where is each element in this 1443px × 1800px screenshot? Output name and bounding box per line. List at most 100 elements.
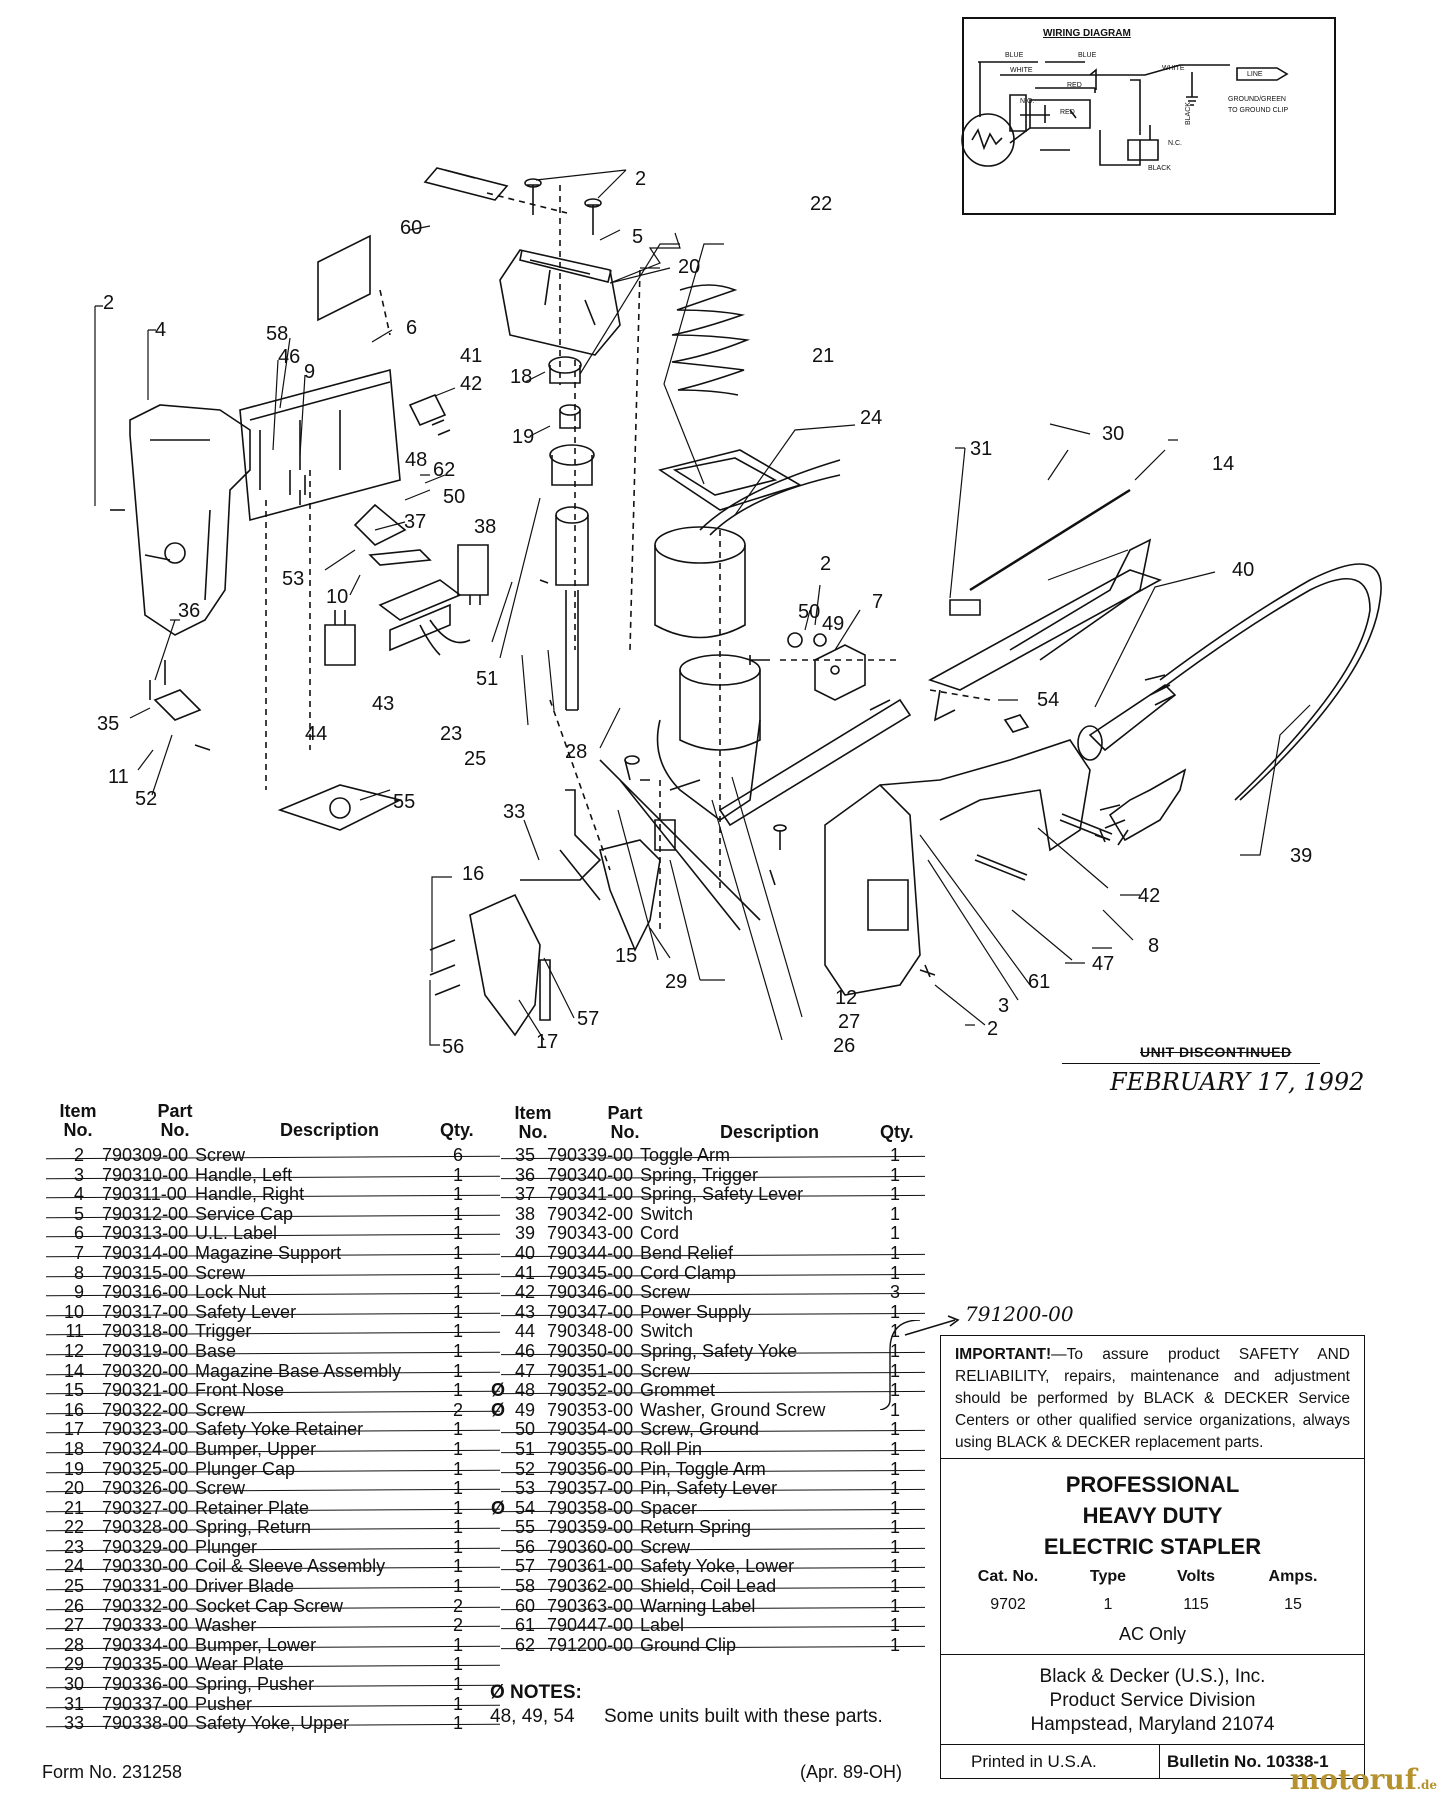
part-number: 790358-00 <box>547 1497 634 1518</box>
callout: 27 <box>838 1011 860 1033</box>
part-description: Plunger <box>195 1536 258 1557</box>
item-number: 2 <box>73 1145 84 1165</box>
item-number: 58 <box>514 1576 535 1597</box>
part-quantity: 1 <box>889 1419 900 1440</box>
wiring-label: WHITE <box>1162 65 1185 72</box>
item-number: 27 <box>63 1615 84 1636</box>
part-description: Power Supply <box>640 1301 752 1322</box>
part-description: Screw <box>640 1536 691 1557</box>
callout: 51 <box>476 668 498 690</box>
part-description: Safety Lever <box>195 1301 297 1322</box>
item-number: 19 <box>63 1458 84 1479</box>
part-description: Wear Plate <box>195 1654 284 1675</box>
callout: 3 <box>998 995 1009 1017</box>
item-number: 5 <box>73 1203 84 1224</box>
part-quantity: 1 <box>452 1634 463 1655</box>
callout: 12 <box>835 987 857 1009</box>
callout: 40 <box>1232 559 1254 581</box>
callout: 42 <box>460 373 482 395</box>
part-quantity: 1 <box>889 1340 900 1361</box>
callout: 16 <box>462 863 484 885</box>
callout: 7 <box>872 591 883 613</box>
spec-type-value: 1 <box>1103 1596 1113 1613</box>
part-quantity: 1 <box>452 1282 463 1303</box>
revision-date: (Apr. 89-OH) <box>800 1762 903 1782</box>
callout: 44 <box>305 723 327 745</box>
part-quantity: 2 <box>452 1399 463 1420</box>
part-description: Safety Yoke, Upper <box>195 1713 350 1734</box>
item-number: 33 <box>63 1713 84 1734</box>
callout: 5 <box>632 226 643 248</box>
part-description: Switch <box>640 1203 694 1224</box>
part-quantity: 1 <box>452 1340 463 1361</box>
callout: 55 <box>393 791 415 813</box>
callout: 57 <box>577 1008 599 1030</box>
part-quantity: 1 <box>452 1556 463 1577</box>
spec-cat-value: 9702 <box>990 1596 1026 1613</box>
part-description: Screw <box>195 1145 246 1165</box>
item-number: 43 <box>514 1301 535 1322</box>
item-number: 60 <box>514 1595 535 1616</box>
part-number: 790340-00 <box>547 1164 634 1185</box>
spec-header-amps: Amps. <box>1268 1568 1318 1585</box>
part-quantity: 1 <box>889 1262 900 1283</box>
part-number: 790354-00 <box>547 1419 634 1440</box>
part-number: 790362-00 <box>547 1576 634 1597</box>
part-number: 790345-00 <box>547 1262 634 1283</box>
part-number: 790355-00 <box>547 1438 634 1459</box>
callout: 31 <box>970 438 992 460</box>
part-description: Spring, Pusher <box>195 1674 315 1695</box>
header-qty: Qty. <box>880 1122 914 1142</box>
callout: 48 <box>405 449 427 471</box>
part-description: Trigger <box>195 1321 252 1342</box>
handwritten-date: FEBRUARY 17, 1992 <box>1110 1068 1365 1096</box>
callout: 37 <box>404 511 426 533</box>
item-number: 15 <box>63 1380 84 1401</box>
item-number: 36 <box>514 1164 535 1185</box>
stamp-underline <box>1062 1063 1320 1064</box>
item-number: 50 <box>514 1419 535 1440</box>
item-number: 26 <box>63 1595 84 1616</box>
part-description: Handle, Right <box>195 1184 305 1205</box>
callout: 60 <box>400 217 422 239</box>
spec-header-volts: Volts <box>1177 1568 1215 1585</box>
part-description: Magazine Base Assembly <box>195 1360 402 1381</box>
callout: 2 <box>987 1018 998 1040</box>
part-quantity: 1 <box>889 1184 900 1205</box>
part-number: 790350-00 <box>547 1340 634 1361</box>
product-title-line1: PROFESSIONAL <box>1065 1472 1240 1497</box>
part-number: 790352-00 <box>547 1380 634 1401</box>
handwritten-part-number: 791200-00 <box>965 1302 1074 1326</box>
callout: 58 <box>266 323 288 345</box>
part-description: Safety Yoke, Lower <box>640 1556 795 1577</box>
part-quantity: 1 <box>452 1478 463 1499</box>
item-number: 4 <box>73 1184 84 1205</box>
wiring-label: RED <box>1067 82 1082 89</box>
part-number: 790351-00 <box>547 1360 634 1381</box>
part-quantity: 1 <box>452 1654 463 1675</box>
callout: 6 <box>406 317 417 339</box>
part-description: Pusher <box>195 1693 253 1714</box>
item-number: 7 <box>73 1242 84 1263</box>
item-number: 48 <box>514 1380 535 1401</box>
part-description: Retainer Plate <box>195 1497 310 1518</box>
part-number: 790348-00 <box>547 1321 634 1342</box>
watermark-main: motoruf <box>1289 1763 1417 1796</box>
part-quantity: 1 <box>889 1360 900 1381</box>
